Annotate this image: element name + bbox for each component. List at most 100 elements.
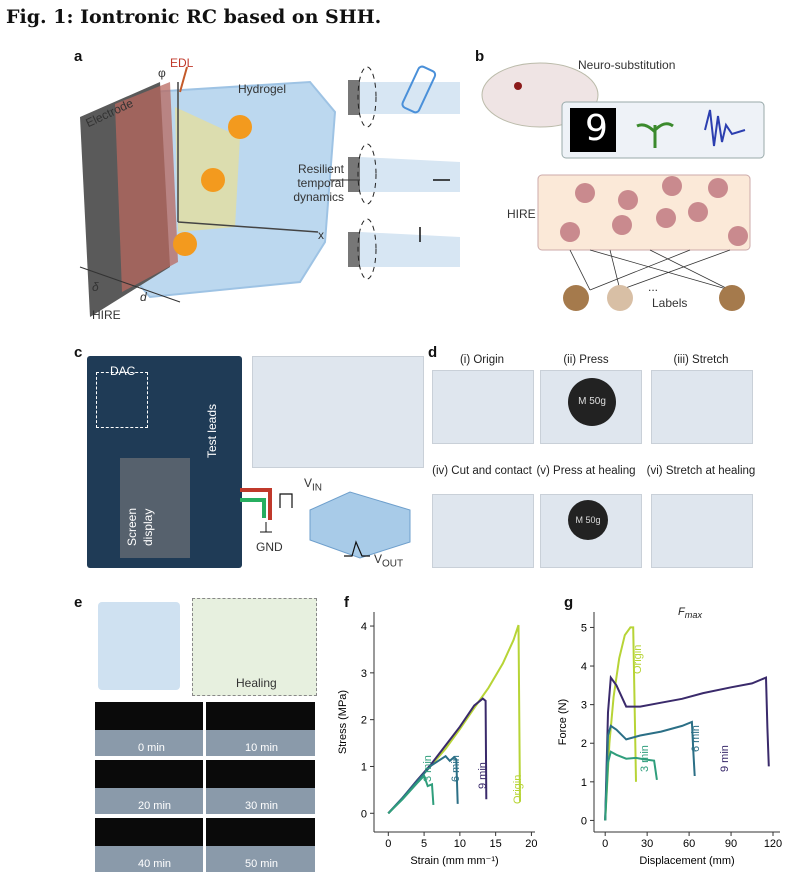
x-tick-label: 10 [454,838,466,850]
label-node-3 [719,285,745,311]
fmax-sub: max [684,610,703,621]
series-label-3-min: 3 min [639,745,651,772]
healing-label: Healing [236,676,277,690]
edl-layer [115,82,178,292]
readout-connections [569,249,731,291]
circuit-schematic [240,488,411,559]
screen-display-region [120,458,190,558]
x-tick-label: 120 [764,838,782,850]
ion-3 [173,232,197,256]
timelapse-40 [95,818,203,872]
y-tick-label: 2 [361,715,367,727]
panel-e-label: e [74,594,83,611]
d-photo-stretch-healing [651,494,753,568]
y-axis-label: Stress (MPa) [337,690,349,754]
series-line-6-min [604,720,696,821]
hydrogel-cube [309,491,411,559]
y-tick-label: 1 [361,761,367,773]
sample-photo [252,356,424,468]
labels-label: Labels [652,296,688,310]
d-photo-stretch [651,370,753,444]
vin-pulse-icon [279,493,293,508]
labels-ellipsis: ... [648,280,659,294]
d-dimension [79,266,181,303]
vout-label: VOUT [374,552,403,569]
plant-icon [636,122,674,148]
dac-label: DAC [110,364,136,378]
ion-2 [201,168,225,192]
d-caption-3: (iii) Stretch [673,354,729,366]
y-tick-label: 3 [581,700,587,712]
vin-sub: IN [312,482,323,494]
digit-image [570,108,616,152]
y-tick-label: 0 [581,815,587,827]
timelapse-0 [95,702,203,756]
time-10: 10 min [245,742,279,754]
x-tick-label: 15 [490,838,502,850]
d-label: d [140,290,147,304]
series-label-6-min: 6 min [690,725,702,752]
d-caption-1: (i) Origin [459,354,505,366]
reservoir-neurons [560,176,748,246]
series-label-3-min: 3 min [422,755,434,782]
x-tick-label: 0 [602,838,608,850]
series-line-6-min [387,754,459,814]
y-tick-label: 1 [581,777,587,789]
timelapse-10 [206,702,315,756]
y-tick-label: 4 [361,621,367,633]
panel-c-label: c [74,344,83,361]
hire-label-b: HIRE [507,207,536,221]
scissors-icon [401,65,437,114]
vin-text: V [304,476,313,490]
fmax-text: F [678,606,685,618]
time-50: 50 min [245,858,279,870]
edl-label: EDL [170,56,194,70]
panel-a-illustration [79,65,460,317]
time-40: 40 min [138,858,172,870]
panel-b-label: b [475,48,485,65]
d-caption-5: (v) Press at healing [536,465,636,477]
healing-schematic [192,598,317,696]
panel-g-label: g [564,594,574,611]
timelapse-30 [206,760,315,814]
time-0: 0 min [138,742,165,754]
audio-waveform [704,109,746,147]
cut-hydrogel-illustration [98,602,180,690]
y-tick-label: 4 [581,661,587,673]
edl-arrow [179,66,188,93]
delta-label: δ [92,280,99,294]
series-line-origin [387,624,521,814]
resilience-schematic [330,65,460,280]
series-label-6-min: 6 min [450,755,462,782]
time-30: 30 min [245,800,279,812]
x-tick-label: 20 [525,838,537,850]
weight-50g-1: M 50g [568,378,616,426]
hydrogel-label: Hydrogel [238,82,287,96]
dac-region [96,372,148,428]
series-label-origin: Origin [512,775,524,804]
fmax-label: Fmax [678,606,702,620]
x-label: x [318,228,324,242]
ion-1 [228,115,252,139]
rat-eye [514,82,522,90]
figure-title: Fig. 1: Iontronic RC based on SHH. [6,6,382,28]
x-axis-label: Strain (mm mm⁻¹) [410,855,498,867]
test-leads-label: Test leads [205,404,219,459]
phi-label: φ [158,66,166,80]
timelapse-50 [206,818,315,872]
x-tick-label: 60 [683,838,695,850]
timelapse-20 [95,760,203,814]
weight-50g-2: M 50g [568,500,608,540]
series-line-3-min [604,750,658,821]
y-tick-label: 2 [581,738,587,750]
series-line-9-min [604,674,770,821]
x-tick-label: 0 [385,838,391,850]
x-axis [177,221,319,233]
vout-sub: OUT [382,558,404,570]
d-caption-4: (iv) Cut and contact [432,465,532,477]
vin-label: VIN [304,476,322,493]
y-tick-label: 0 [361,808,367,820]
panel-f-label: f [344,594,349,611]
y-tick-label: 3 [361,668,367,680]
